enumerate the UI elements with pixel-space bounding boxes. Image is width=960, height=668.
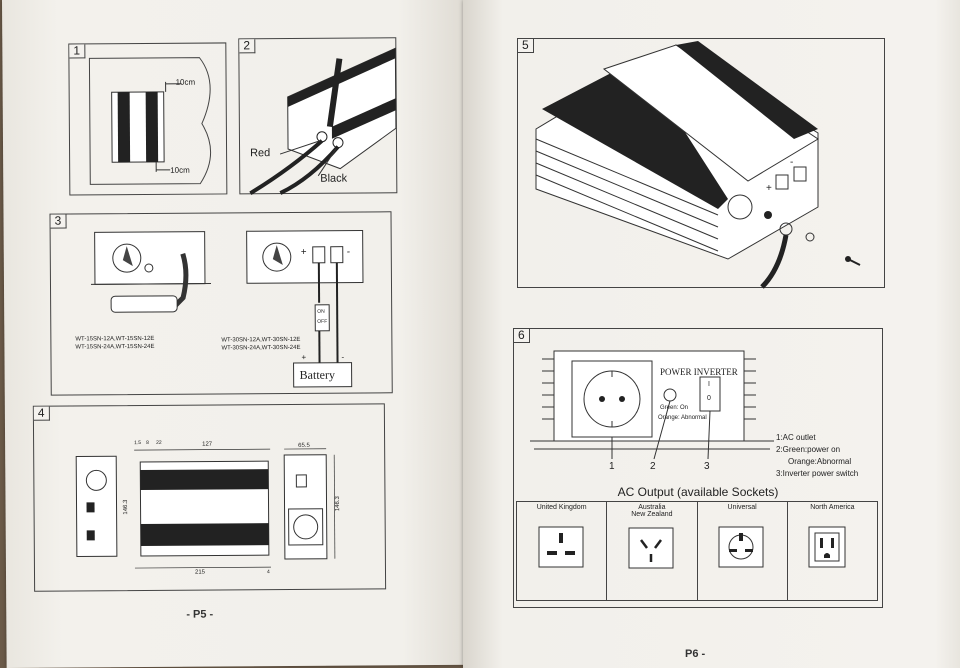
universal-socket-icon <box>718 526 764 568</box>
models-right-line2: WT-30SN-24A,WT-30SN-24E <box>221 344 301 352</box>
dimension-drawing <box>75 448 336 569</box>
dim-top-a: 8 <box>146 439 149 447</box>
socket-label: United Kingdom <box>536 504 587 511</box>
black-cable-label: Black <box>320 172 348 185</box>
panel-2: 2 Red Black <box>238 37 398 195</box>
legend-item-2b: Orange:Abnormal <box>788 457 852 466</box>
switch-on-label: I <box>708 381 710 388</box>
dc-plus-label: + <box>766 183 772 194</box>
legend-item-3: 3:Inverter power switch <box>776 469 859 478</box>
legend-item-2: 2:Green:power on <box>776 445 841 454</box>
na-socket-icon <box>808 526 846 568</box>
dim-bottom-small: 4 <box>266 569 270 576</box>
socket-cell-uk: United Kingdom <box>515 501 608 601</box>
fuse-on-label: ON <box>317 308 325 315</box>
inverter-mounting-diagram <box>88 57 212 185</box>
dim-bottom-main: 215 <box>194 569 206 576</box>
legend-item-1: 1:AC outlet <box>776 433 816 442</box>
dim-bottom-label: 10cm <box>170 165 190 175</box>
socket-cell-na: North America <box>786 501 879 601</box>
device-title: POWER INVERTER <box>660 367 738 377</box>
socket-label-line1: Australia <box>638 504 666 511</box>
led-green-label: Green: On <box>660 405 689 411</box>
sockets-title: AC Output (available Sockets) <box>617 485 779 499</box>
sockets-table: United Kingdom Australia New Zealand <box>515 501 879 601</box>
panel-6: 6 POWER INVERTER <box>513 328 883 608</box>
panel-4: 4 1.5 8 22 127 146.3 215 4 65.5 146.3 <box>32 403 387 592</box>
page-number-left: - P5 - <box>186 608 214 621</box>
socket-label: Universal <box>727 504 757 511</box>
inverter-front-panel-diagram <box>530 350 774 460</box>
dim-left-height: 146.3 <box>122 499 130 515</box>
callout-3: 3 <box>704 461 710 472</box>
dim-right-width: 65.5 <box>298 442 310 449</box>
page-number-right: P6 - <box>685 648 706 660</box>
models-right-line1: WT-30SN-12A,WT-30SN-12E <box>221 336 301 344</box>
socket-cell-universal: Universal <box>696 501 788 601</box>
socket-label-line2: New Zealand <box>631 511 673 518</box>
panel-number: 5 <box>518 39 534 53</box>
inverter-ground-connection-diagram <box>535 41 861 289</box>
switch-off-label: 0 <box>707 395 711 402</box>
models-left-line1: WT-15SN-12A,WT-15SN-12E <box>75 335 155 343</box>
panel-5: 5 + - <box>517 38 885 289</box>
callout-2: 2 <box>650 461 656 472</box>
uk-socket-icon <box>538 526 584 568</box>
panel-number: 6 <box>514 329 530 343</box>
socket-cell-au: Australia New Zealand <box>606 501 698 601</box>
dim-top-b: 22 <box>156 439 162 446</box>
red-cable-label: Red <box>250 147 271 160</box>
panel-1: 1 10cm 10cm <box>68 42 228 196</box>
panel-3: 3 + - ON OFF + - Battery WT-15SN-12A,WT <box>49 211 393 396</box>
socket-label: North America <box>810 504 855 511</box>
battery-cable-connection-diagram <box>249 47 397 195</box>
au-socket-icon <box>628 527 674 569</box>
left-page: 1 10cm 10cm 2 Red Black <box>2 0 473 668</box>
dc-plus-label: + <box>300 246 307 258</box>
cigarette-plug-connection-diagram <box>90 229 364 388</box>
battery-plus-label: + <box>301 352 307 362</box>
led-orange-label: Orange: Abnormal <box>658 415 707 421</box>
battery-label: Battery <box>299 367 336 382</box>
fuse-off-label: OFF <box>317 318 328 325</box>
dim-top-small: 1.5 <box>134 440 142 447</box>
callout-1: 1 <box>609 461 615 472</box>
battery-minus-label: - <box>341 352 345 362</box>
dim-right-height: 146.3 <box>334 496 342 512</box>
right-page: 5 + - 6 <box>463 0 960 668</box>
dim-top-main: 127 <box>202 441 213 448</box>
dc-minus-label: - <box>790 157 794 168</box>
models-left-line2: WT-15SN-24A,WT-15SN-24E <box>75 343 155 351</box>
dc-minus-label: - <box>346 246 351 258</box>
dim-top-label: 10cm <box>175 77 196 87</box>
